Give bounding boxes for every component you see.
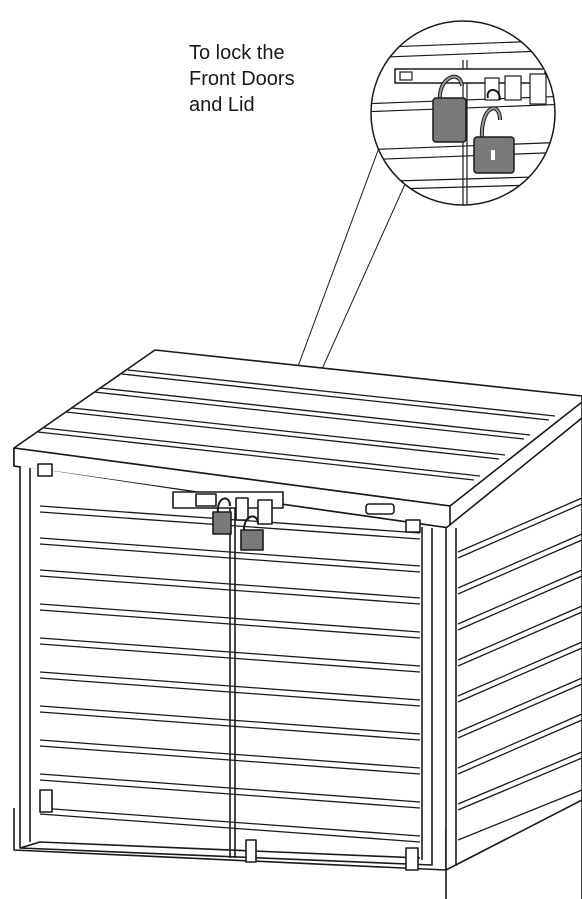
front-doors: [13, 463, 447, 871]
caption-line-1: To lock the: [189, 42, 285, 64]
storage-shed: [13, 349, 582, 899]
padlock-lid-icon: [473, 89, 515, 174]
instruction-caption: To lock the Front Doors and Lid: [189, 40, 359, 118]
padlocks-on-shed: [212, 497, 264, 551]
padlock-door-icon: [432, 74, 467, 143]
caption-line-2: Front Doors: [189, 68, 295, 90]
shed-lid: [13, 349, 582, 529]
caption-line-3: and Lid: [189, 94, 255, 116]
zoom-detail-circle: [370, 20, 556, 206]
side-panel: [445, 417, 582, 899]
